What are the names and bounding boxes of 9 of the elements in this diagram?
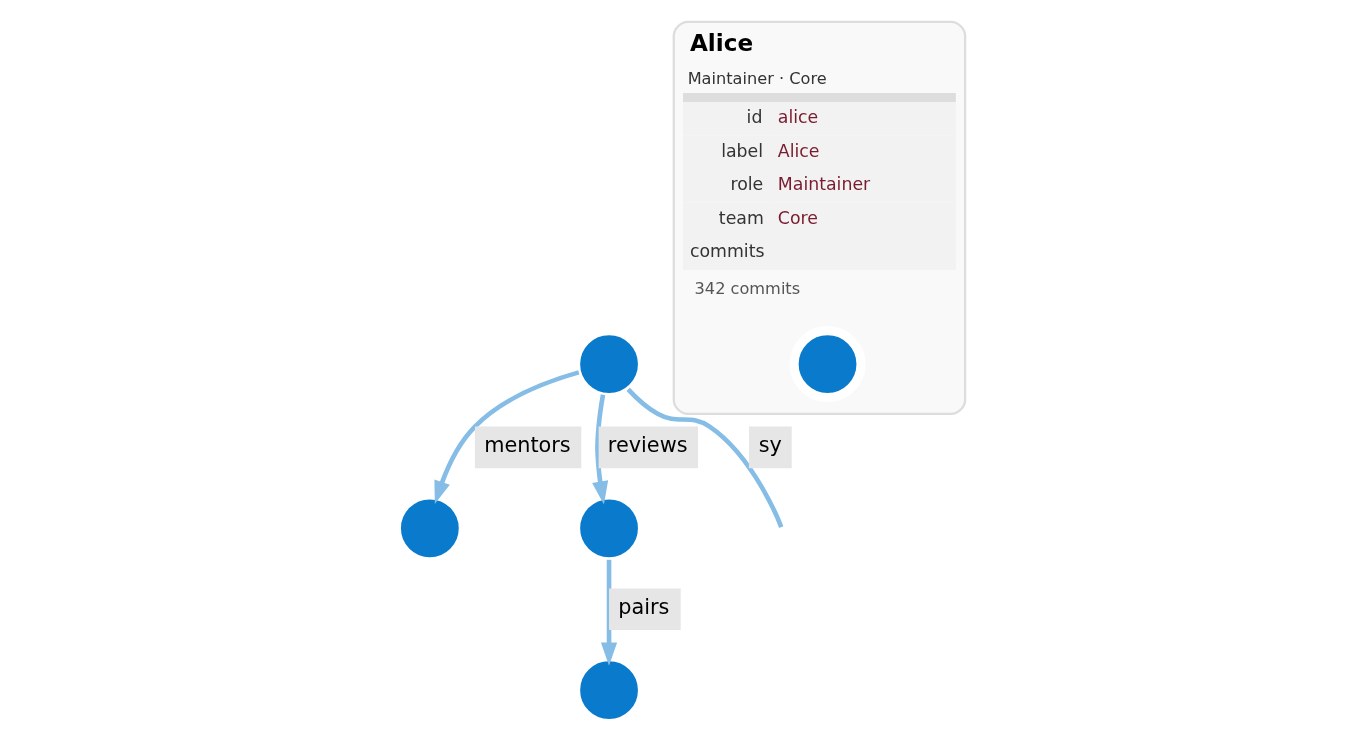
edge-label: reviews bbox=[607, 433, 688, 458]
node-circle bbox=[788, 325, 866, 403]
edge-label: sy bbox=[758, 433, 782, 458]
edge-label: pairs bbox=[617, 595, 669, 620]
arrow bbox=[591, 394, 608, 505]
edge-label: mentors bbox=[483, 433, 571, 458]
arrow bbox=[600, 559, 617, 666]
connector bbox=[626, 387, 783, 528]
cluster: Alice Maintainer · Core id alice label Alice role Maintainer team Core commits 342 commits bbox=[672, 20, 966, 415]
